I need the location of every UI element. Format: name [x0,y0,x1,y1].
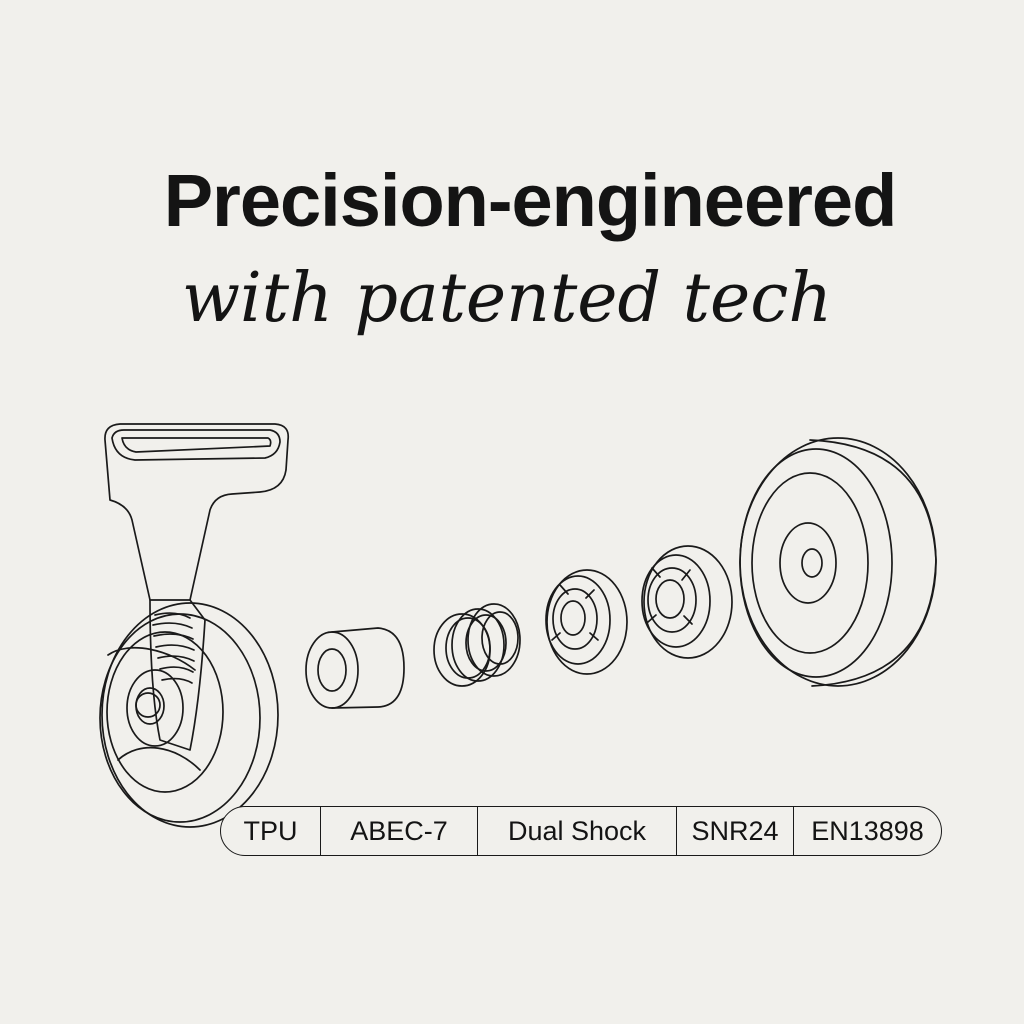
spacer-sleeve-drawing [305,627,405,709]
wheel-drawing [739,437,937,687]
shock-spring-drawing [433,603,521,687]
spec-abec-7: ABEC-7 [320,807,477,855]
spec-tpu: TPU [243,815,298,846]
spec-strip: TPU ABEC-7 Dual Shock SNR24 EN13898 [220,806,942,856]
spec-en13898: EN13898 [793,807,941,855]
bearing-drawing [545,569,628,675]
spec-snr24: SNR24 [676,807,793,855]
subheadline: with patented tech [181,259,833,338]
spec-dual-shock: Dual Shock [477,807,676,855]
exploded-wheel-illustration [0,400,1024,860]
bearing-drawing [641,545,733,659]
headline: Precision-engineered [163,159,898,242]
wheel-assembly-drawing [99,423,290,828]
